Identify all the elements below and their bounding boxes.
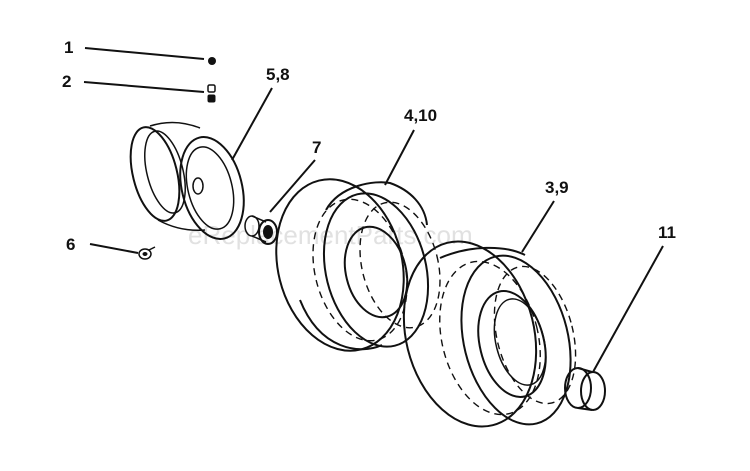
part-11-hub-cap[interactable] xyxy=(564,367,606,411)
callout-label-6[interactable]: 6 xyxy=(66,235,75,254)
leader-line-6 xyxy=(89,243,139,254)
callout-label-2[interactable]: 2 xyxy=(62,72,71,91)
part-2-fastener[interactable] xyxy=(207,84,216,103)
watermark-text: eReplacementParts.com xyxy=(188,220,473,250)
leader-line-5-8 xyxy=(231,87,273,161)
leader-line-7 xyxy=(269,159,316,213)
callout-label-3-9[interactable]: 3,9 xyxy=(545,178,569,197)
leader-line-2 xyxy=(83,81,205,93)
leader-line-11 xyxy=(592,245,664,373)
part-1-nut[interactable] xyxy=(208,57,216,65)
callout-label-7[interactable]: 7 xyxy=(312,138,321,157)
leader-line-4-10 xyxy=(384,129,415,186)
part-3-9-tire-rear[interactable] xyxy=(385,227,589,440)
callout-label-4-10[interactable]: 4,10 xyxy=(404,106,437,125)
callout-label-1[interactable]: 1 xyxy=(64,38,73,57)
part-6-valve-stem[interactable] xyxy=(138,246,156,260)
part-5-8-rim[interactable] xyxy=(122,121,254,246)
part-4-10-tire-front[interactable] xyxy=(259,166,453,365)
callout-label-11[interactable]: 11 xyxy=(658,223,676,242)
callout-label-5-8[interactable]: 5,8 xyxy=(266,65,290,84)
leader-line-3-9 xyxy=(521,200,555,253)
leader-line-1 xyxy=(84,47,205,60)
